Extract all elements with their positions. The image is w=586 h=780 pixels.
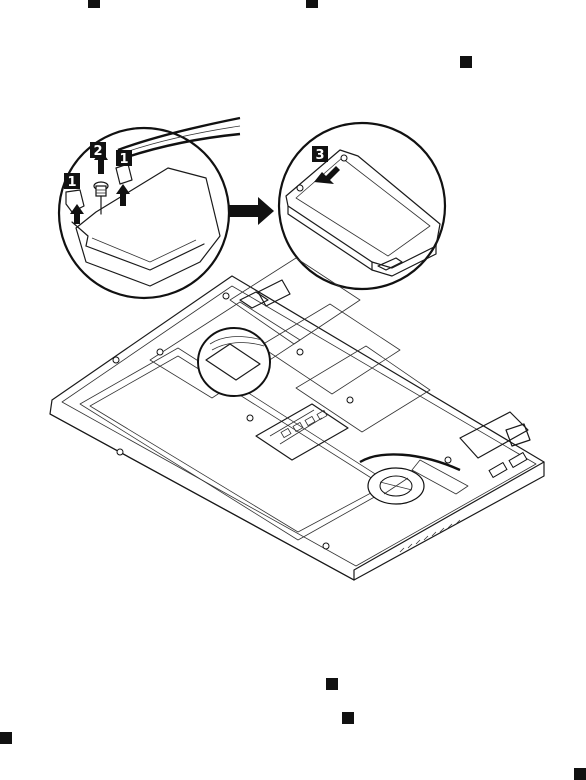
right-arrow-icon <box>228 197 274 225</box>
callout-step2: 2 <box>90 142 106 159</box>
callout-step3: 3 <box>312 146 328 163</box>
callout-step1-left: 1 <box>64 173 80 190</box>
svg-text:3: 3 <box>315 148 324 163</box>
detail-circle-left <box>59 118 240 298</box>
wireless-card-location <box>198 328 270 396</box>
laptop-base <box>50 258 544 580</box>
detail-circle-right <box>279 123 445 289</box>
svg-text:2: 2 <box>93 144 102 159</box>
callout-step1-right: 1 <box>116 150 132 167</box>
fan-icon <box>368 468 424 504</box>
svg-text:1: 1 <box>119 152 128 167</box>
svg-text:1: 1 <box>67 175 76 190</box>
